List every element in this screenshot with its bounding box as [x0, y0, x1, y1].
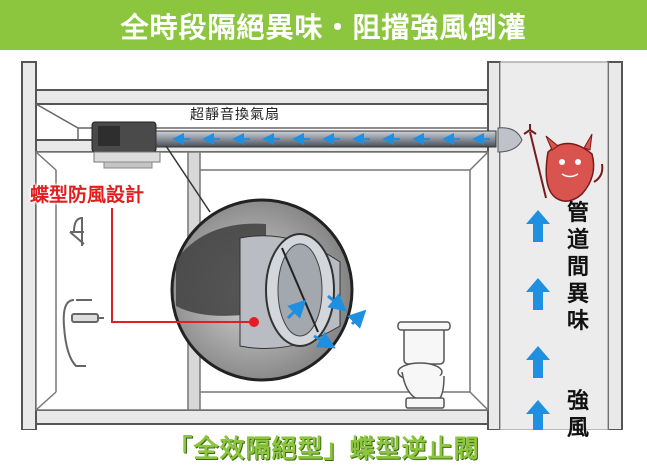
damper-design-label: 蝶型防風設計 [30, 184, 145, 206]
toilet-icon [397, 321, 451, 409]
pipe-shaft [499, 61, 609, 430]
banner-title: 全時段隔絕異味・阻擋強風倒灌 [120, 11, 527, 44]
devil-icon [523, 124, 604, 202]
diagram-canvas [21, 61, 623, 430]
duct-outlet-cap [497, 127, 523, 153]
fan-icon [91, 121, 161, 169]
exhaust-duct [155, 130, 497, 148]
strong-wind-char: 風 [566, 416, 589, 441]
duct-odor-char: 管 [566, 201, 589, 226]
damper-pointer-line [111, 208, 254, 323]
strong-wind-label: 強 風 [564, 388, 592, 442]
shaft-wind-arrows [526, 210, 550, 430]
shower-icon [62, 216, 104, 367]
duct-odor-char: 道 [566, 228, 589, 253]
duct-odor-label: 管 道 間 異 味 [564, 200, 592, 335]
duct-odor-char: 異 [566, 282, 589, 307]
duct-odor-char: 味 [566, 309, 589, 334]
damper-magnifier-icon [165, 145, 367, 382]
footer-title: 「全效隔絕型」蝶型逆止閥 [167, 434, 480, 463]
strong-wind-char: 強 [566, 389, 589, 414]
fan-label: 超靜音換氣扇 [190, 107, 280, 123]
title-banner: 全時段隔絕異味・阻擋強風倒灌 [0, 0, 647, 50]
duct-odor-char: 間 [566, 255, 589, 280]
footer-caption: 「全效隔絕型」蝶型逆止閥 [0, 430, 647, 469]
